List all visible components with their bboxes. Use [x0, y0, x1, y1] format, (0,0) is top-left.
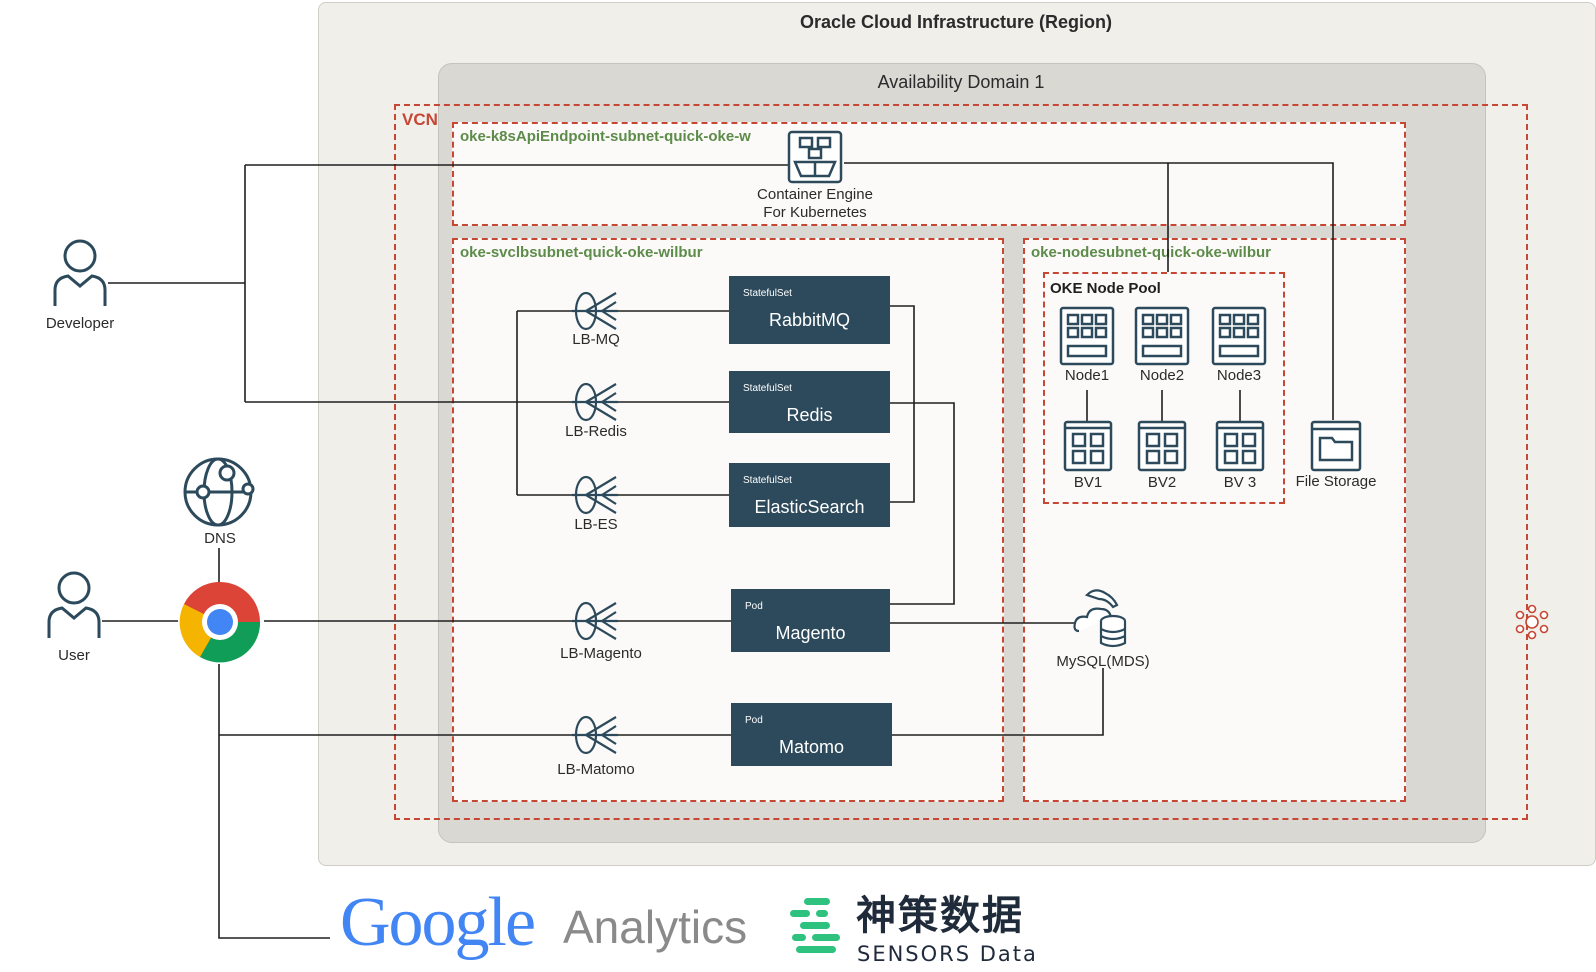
developer-icon	[53, 239, 107, 306]
matomo-kind: Pod	[745, 715, 763, 726]
lb-matomo-label: LB-Matomo	[557, 761, 635, 778]
node1-label: Node1	[1064, 367, 1110, 384]
mysql-database-icon	[1073, 589, 1127, 648]
bv2-volume-icon	[1137, 420, 1187, 472]
lb-es-icon	[572, 475, 618, 515]
developer-label: Developer	[45, 315, 115, 332]
mysql-label: MySQL(MDS)	[1056, 653, 1150, 670]
node2-label: Node2	[1139, 367, 1185, 384]
file-storage-label: File Storage	[1295, 473, 1377, 490]
node2-server-icon	[1134, 306, 1190, 366]
bv3-label: BV 3	[1223, 474, 1257, 491]
lb-mq-label: LB-MQ	[572, 331, 620, 348]
line-oke-to-filestorage	[844, 162, 1334, 420]
magento-kind: Pod	[745, 601, 763, 612]
redis-statefulset: StatefulSet Redis	[729, 371, 890, 433]
vcn-network-icon	[1515, 604, 1549, 640]
container-engine-label-2: For Kubernetes	[763, 204, 867, 221]
magento-pod: Pod Magento	[731, 589, 890, 652]
lb-mq-icon	[572, 291, 618, 331]
dns-globe-icon	[183, 457, 255, 527]
google-analytics-logo: Google	[340, 884, 536, 961]
bv3-volume-icon	[1215, 420, 1265, 472]
rabbitmq-kind: StatefulSet	[743, 288, 792, 299]
rabbitmq-name: RabbitMQ	[768, 310, 851, 330]
sensors-data-cn-wordmark: 神策数据	[856, 893, 1024, 939]
node-subnet-label: oke-nodesubnet-quick-oke-wilbur	[1031, 244, 1272, 261]
svclb-subnet	[452, 238, 1004, 802]
google-analytics-wordmark: Analytics	[563, 901, 748, 953]
redis-name: Redis	[786, 405, 833, 425]
browser-icon	[179, 581, 261, 663]
api-subnet	[452, 122, 1406, 226]
magento-name: Magento	[775, 623, 846, 643]
node1-server-icon	[1059, 306, 1115, 366]
matomo-name: Matomo	[778, 737, 845, 757]
elasticsearch-kind: StatefulSet	[743, 475, 792, 486]
elasticsearch-statefulset: StatefulSet ElasticSearch	[729, 463, 890, 527]
vcn-label: VCN	[402, 110, 438, 129]
oke-node-pool	[1043, 272, 1285, 504]
matomo-pod: Pod Matomo	[731, 703, 892, 766]
container-engine-icon	[787, 130, 843, 184]
node3-server-icon	[1211, 306, 1267, 366]
lb-redis-icon	[572, 382, 618, 422]
lb-magento-icon	[572, 601, 618, 641]
availability-domain-title: Availability Domain 1	[877, 72, 1045, 92]
api-subnet-label: oke-k8sApiEndpoint-subnet-quick-oke-w	[460, 128, 751, 145]
file-storage-icon	[1310, 420, 1362, 472]
elasticsearch-name: ElasticSearch	[754, 497, 865, 517]
svclb-subnet-label: oke-svclbsubnet-quick-oke-wilbur	[460, 244, 703, 261]
container-engine-label-1: Container Engine	[757, 186, 873, 203]
sensors-data-logo-icon	[790, 898, 840, 953]
lb-redis-label: LB-Redis	[565, 423, 627, 440]
redis-kind: StatefulSet	[743, 383, 792, 394]
sensors-data-en-wordmark: SENSORS Data	[857, 942, 1038, 966]
bv2-label: BV2	[1147, 474, 1177, 491]
rabbitmq-statefulset: StatefulSet RabbitMQ	[729, 276, 890, 344]
node3-label: Node3	[1216, 367, 1262, 384]
lb-matomo-icon	[572, 715, 618, 755]
bv1-label: BV1	[1073, 474, 1103, 491]
bv1-volume-icon	[1063, 420, 1113, 472]
lb-es-label: LB-ES	[574, 516, 618, 533]
user-icon	[47, 571, 101, 638]
vcn-container	[394, 104, 1528, 820]
dns-label: DNS	[204, 530, 236, 547]
region-title: Oracle Cloud Infrastructure (Region)	[799, 12, 1113, 32]
lb-magento-label: LB-Magento	[560, 645, 642, 662]
oke-node-pool-title: OKE Node Pool	[1050, 280, 1161, 297]
user-label: User	[58, 647, 90, 664]
